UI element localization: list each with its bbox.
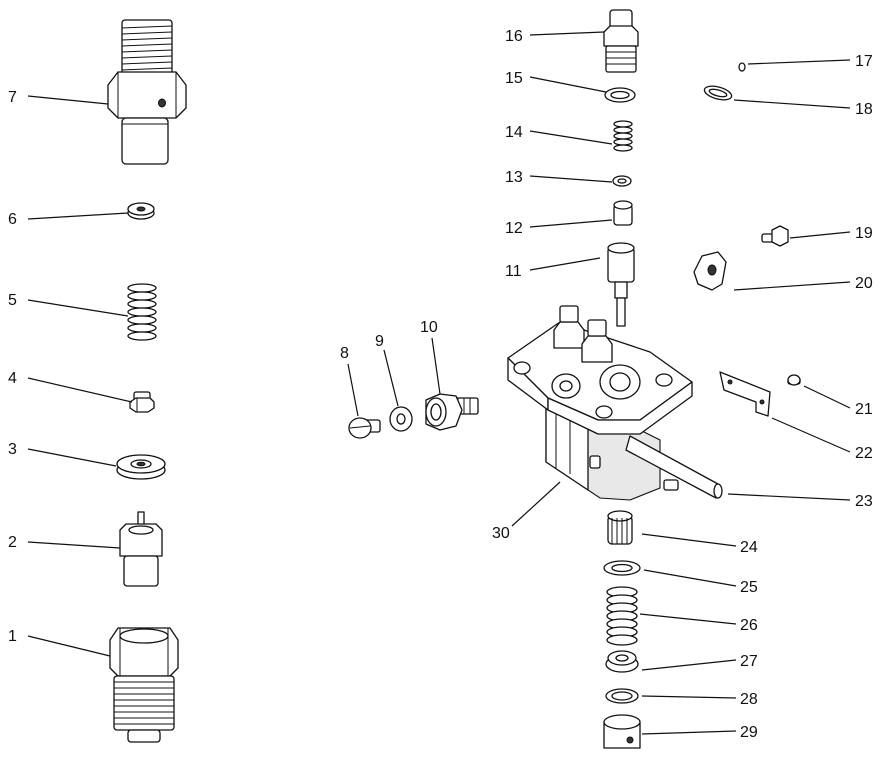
leader-6 (27, 212, 129, 220)
leader-2 (27, 541, 121, 549)
callout-5: 5 (8, 292, 17, 309)
callout-15: 15 (505, 70, 523, 87)
callout-18: 18 (855, 101, 873, 118)
part-3-distance-piece (116, 454, 166, 480)
part-13-ring (612, 175, 632, 187)
part-2-nozzle (119, 511, 163, 587)
callout-24: 24 (740, 539, 758, 556)
leader-5 (27, 299, 129, 317)
part-19-bolt (761, 225, 789, 247)
leader-22 (771, 417, 851, 453)
callout-4: 4 (8, 370, 17, 387)
leader-15 (529, 76, 607, 93)
leader-7 (27, 95, 109, 105)
part-26-spring (606, 586, 638, 646)
leader-12 (529, 219, 613, 228)
part-17-clip (738, 62, 746, 72)
callout-20: 20 (855, 275, 873, 292)
part-14-spring (613, 120, 633, 152)
part-30-pump-body (507, 305, 723, 501)
part-4-spring-seat (129, 391, 155, 413)
callout-26: 26 (740, 617, 758, 634)
callout-7: 7 (8, 89, 17, 106)
leader-1 (27, 635, 111, 657)
part-7-nozzle-holder (107, 19, 187, 165)
callout-labels: 7 6 5 4 3 2 1 8 9 10 16 15 14 13 12 11 1… (8, 28, 873, 741)
callout-30: 30 (492, 525, 510, 542)
callout-6: 6 (8, 211, 17, 228)
leader-24 (641, 533, 737, 547)
leader-25 (643, 569, 737, 587)
callout-23: 23 (855, 493, 873, 510)
callout-22: 22 (855, 445, 873, 462)
callout-3: 3 (8, 441, 17, 458)
leader-4 (27, 377, 133, 403)
callout-28: 28 (740, 691, 758, 708)
leader-29 (641, 730, 737, 735)
part-6-washer (127, 202, 155, 220)
callout-2: 2 (8, 534, 17, 551)
part-10-banjo-bolt (425, 393, 479, 431)
leader-10 (431, 337, 441, 395)
leader-3 (27, 448, 117, 467)
callout-9: 9 (375, 333, 384, 350)
part-24-gear (607, 510, 633, 545)
leader-18 (733, 99, 851, 109)
leader-23 (727, 493, 851, 501)
part-25-washer (603, 560, 641, 576)
leader-14 (529, 130, 613, 145)
part-5-spring (127, 283, 157, 341)
leader-8 (347, 363, 359, 417)
callout-19: 19 (855, 225, 873, 242)
part-9-washer (389, 406, 413, 432)
part-12-delivery-valve (613, 200, 633, 226)
callout-27: 27 (740, 653, 758, 670)
callout-16: 16 (505, 28, 523, 45)
callout-1: 1 (8, 628, 17, 645)
leader-30 (511, 481, 561, 527)
part-1-nozzle-nut (109, 627, 179, 743)
callout-17: 17 (855, 53, 873, 70)
part-22-plate (719, 371, 771, 417)
part-27-spring-seat (605, 650, 639, 673)
leader-17 (747, 59, 851, 65)
leader-26 (639, 613, 737, 625)
leader-20 (733, 281, 851, 291)
part-21-screw (787, 374, 801, 386)
leader-13 (529, 175, 613, 183)
leader-9 (383, 349, 399, 407)
leader-11 (529, 257, 601, 271)
callout-21: 21 (855, 401, 873, 418)
callout-14: 14 (505, 124, 523, 141)
part-15-gasket (604, 87, 636, 103)
callout-12: 12 (505, 220, 523, 237)
leader-21 (803, 385, 851, 409)
part-29-tappet (603, 714, 641, 749)
part-11-plunger (607, 242, 635, 327)
leader-27 (641, 659, 737, 671)
callout-29: 29 (740, 724, 758, 741)
leader-16 (529, 31, 605, 36)
part-18-o-ring (703, 85, 733, 101)
leader-28 (641, 695, 737, 699)
part-8-screw (348, 417, 381, 439)
callout-8: 8 (340, 345, 349, 362)
callout-10: 10 (420, 319, 438, 336)
part-16-valve-holder (603, 9, 639, 73)
callout-11: 11 (505, 263, 522, 280)
part-20-lever (693, 251, 727, 291)
leader-19 (789, 231, 851, 239)
callout-25: 25 (740, 579, 758, 596)
callout-13: 13 (505, 169, 523, 186)
part-28-washer (605, 688, 639, 704)
leader-lines (27, 31, 851, 735)
